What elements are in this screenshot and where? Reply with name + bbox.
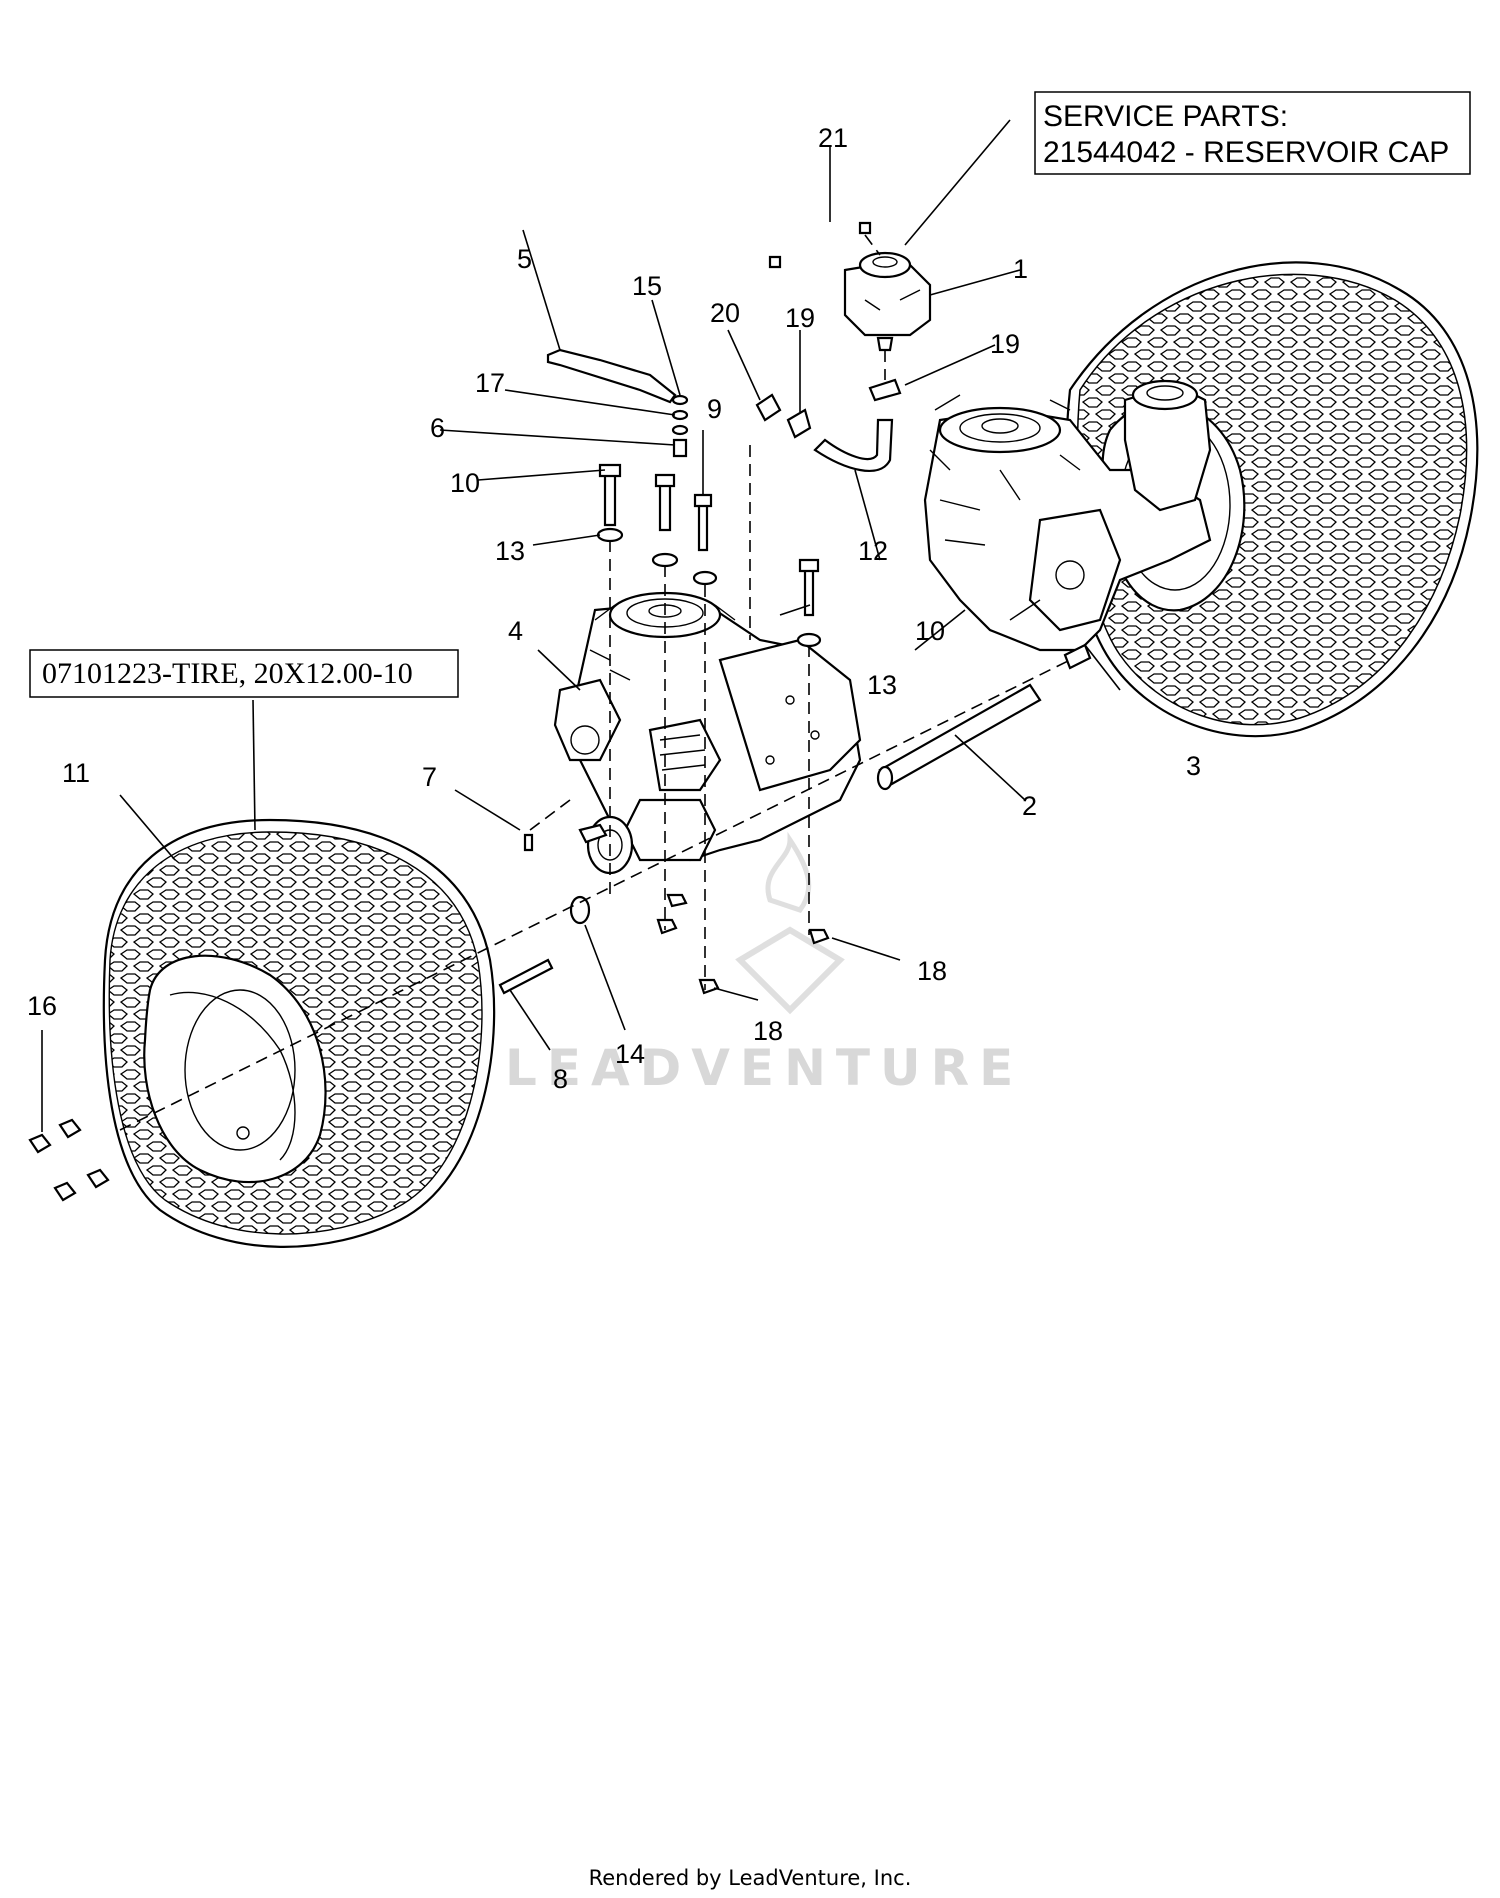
service-parts-callout: SERVICE PARTS: 21544042 - RESERVOIR CAP <box>1034 91 1471 175</box>
service-parts-line1: SERVICE PARTS: <box>1043 100 1288 133</box>
hardware <box>28 221 872 1202</box>
part-label-1: 1 <box>1013 254 1028 284</box>
part-label-11: 11 <box>62 758 90 788</box>
watermark-text: LEADVENTURE <box>505 1039 1023 1097</box>
part-label-16: 16 <box>27 991 57 1021</box>
part-label-5: 5 <box>517 244 532 274</box>
leader-lines <box>41 119 1121 1132</box>
part-label-2: 2 <box>1022 791 1037 821</box>
part-label-14: 14 <box>615 1039 645 1069</box>
part-label-7: 7 <box>422 762 437 792</box>
part-label-10b: 10 <box>915 616 945 646</box>
part-label-15: 15 <box>632 271 662 301</box>
part-label-8: 8 <box>553 1064 568 1094</box>
part-label-4: 4 <box>508 616 523 646</box>
part-label-19a: 19 <box>785 303 815 333</box>
part-label-6: 6 <box>430 413 445 443</box>
part-label-17: 17 <box>475 368 505 398</box>
part-label-10a: 10 <box>450 468 480 498</box>
part-label-12: 12 <box>858 536 888 566</box>
part-label-18b: 18 <box>917 956 947 986</box>
part-label-19b: 19 <box>990 329 1020 359</box>
control-lever <box>546 348 677 404</box>
part-label-20: 20 <box>710 298 740 328</box>
tire-callout: 07101223-TIRE, 20X12.00-10 <box>29 649 459 698</box>
footer-credit: Rendered by LeadVenture, Inc. <box>589 1866 912 1890</box>
part-number-labels: 1 2 3 4 5 6 7 8 9 10 10 11 12 13 13 14 1… <box>27 123 1201 1094</box>
left-transmission <box>553 591 862 908</box>
reservoir <box>843 251 932 352</box>
part-label-3: 3 <box>1186 751 1201 781</box>
service-parts-line2: 21544042 - RESERVOIR CAP <box>1043 136 1449 169</box>
tire-callout-text: 07101223-TIRE, 20X12.00-10 <box>42 657 413 690</box>
hose-assembly <box>755 378 902 472</box>
part-label-18a: 18 <box>753 1016 783 1046</box>
axle-spacer <box>876 683 1042 791</box>
left-tire <box>102 818 496 1248</box>
assembly-lines <box>119 234 1071 1131</box>
part-label-13a: 13 <box>495 536 525 566</box>
part-label-9: 9 <box>707 394 722 424</box>
right-transmission <box>923 379 1212 670</box>
watermark-logo <box>735 831 845 1015</box>
part-label-21: 21 <box>818 123 848 153</box>
part-label-13b: 13 <box>867 670 897 700</box>
